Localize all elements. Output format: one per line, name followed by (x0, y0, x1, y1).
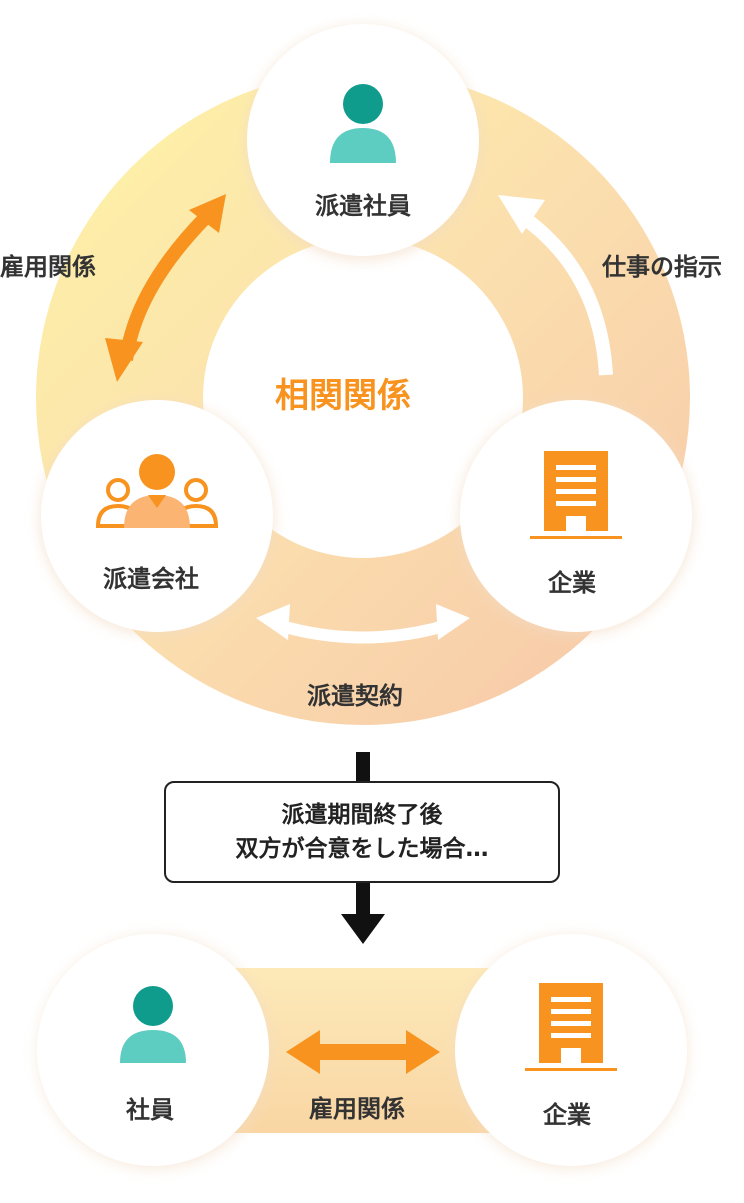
transition-arrow (341, 752, 385, 944)
transition-line-1: 派遣期間終了後 (281, 802, 443, 828)
instruction-arrow (498, 195, 613, 376)
instruction-relation-label: 仕事の指示 (602, 253, 722, 281)
node-employee-label: 社員 (126, 1096, 174, 1124)
bottom-employment-label: 雇用関係 (309, 1095, 405, 1123)
employment-double-arrow (105, 194, 226, 382)
transition-line-2: 双方が合意をした場合… (235, 836, 489, 862)
node-staff-label: 派遣社員 (315, 192, 411, 220)
transition-box: 派遣期間終了後 双方が合意をした場合… (164, 781, 560, 883)
node-agency-label: 派遣会社 (103, 565, 199, 593)
center-label: 相関関係 (275, 376, 411, 416)
bottom-employment-arrow (286, 1030, 440, 1074)
dispatch-contract-label: 派遣契約 (307, 682, 403, 710)
building-icon (525, 983, 617, 1071)
person-icon (120, 986, 186, 1063)
building-icon (530, 451, 622, 539)
dispatch-double-arrow (256, 604, 470, 644)
group-icon (95, 454, 219, 528)
person-icon (330, 84, 396, 163)
employment-relation-label: 雇用関係 (0, 253, 96, 281)
node-bottom-company-label: 企業 (543, 1101, 591, 1129)
node-company-label: 企業 (548, 569, 596, 597)
